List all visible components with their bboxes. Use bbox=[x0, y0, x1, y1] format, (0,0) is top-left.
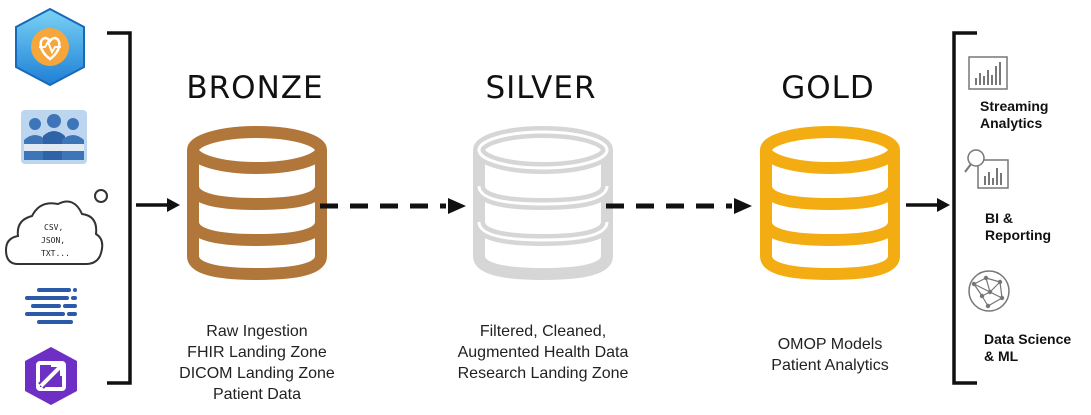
output-label-line: & ML bbox=[984, 348, 1019, 364]
arrow-logo-icon bbox=[25, 347, 77, 405]
stage-title-gold: GOLD bbox=[781, 70, 875, 106]
source-cloud-files: CSV, JSON, TXT... bbox=[4, 186, 110, 272]
people-group-icon bbox=[21, 110, 87, 164]
bronze-desc-line: Patient Data bbox=[212, 386, 302, 403]
cloud-line-2: JSON, bbox=[41, 236, 65, 245]
output-streaming-analytics: Streaming Analytics bbox=[980, 98, 1048, 132]
output-label-line: Data Science bbox=[984, 331, 1072, 347]
cloud-line-1: CSV, bbox=[44, 223, 63, 232]
bronze-description: Raw Ingestion FHIR Landing Zone DICOM La… bbox=[157, 321, 357, 405]
silver-database-icon bbox=[473, 126, 613, 280]
arrow-out-of-gold bbox=[906, 198, 950, 212]
gold-description: OMOP Models Patient Analytics bbox=[730, 334, 930, 376]
arrow-into-bronze bbox=[136, 198, 180, 212]
output-label-line: Streaming bbox=[980, 98, 1049, 114]
silver-desc-line: Augmented Health Data bbox=[457, 344, 629, 361]
stream-lines-icon bbox=[25, 288, 77, 324]
dashed-arrow-silver-to-gold bbox=[606, 198, 752, 214]
cloud-line-3: TXT... bbox=[41, 249, 70, 258]
source-hexagon-logo bbox=[14, 7, 86, 87]
stage-title-silver: SILVER bbox=[485, 70, 597, 106]
neural-network-icon bbox=[968, 270, 1010, 312]
output-data-science-ml: Data Science & ML bbox=[984, 331, 1071, 365]
source-stream-lines bbox=[23, 286, 79, 326]
stage-title-bronze: BRONZE bbox=[186, 70, 324, 106]
bronze-desc-line: DICOM Landing Zone bbox=[179, 365, 335, 382]
source-people-group bbox=[21, 110, 87, 164]
output-label-line: Reporting bbox=[985, 227, 1052, 243]
silver-description: Filtered, Cleaned, Augmented Health Data… bbox=[433, 321, 653, 384]
gold-desc-line: Patient Analytics bbox=[771, 357, 889, 374]
hexagon-heart-logo-icon bbox=[15, 7, 85, 87]
gold-desc-line: OMOP Models bbox=[777, 336, 883, 353]
cloud-files-icon: CSV, JSON, TXT... bbox=[4, 189, 108, 265]
source-arrow-logo bbox=[21, 345, 81, 407]
bar-chart-icon bbox=[968, 56, 1008, 90]
silver-desc-line: Filtered, Cleaned, bbox=[479, 323, 607, 340]
bronze-desc-line: FHIR Landing Zone bbox=[187, 344, 327, 361]
output-label-line: Analytics bbox=[980, 115, 1043, 131]
bronze-database-icon bbox=[187, 126, 327, 280]
right-bracket bbox=[952, 31, 977, 385]
magnifier-chart-icon bbox=[964, 149, 1009, 189]
bronze-desc-line: Raw Ingestion bbox=[206, 323, 308, 340]
output-label-line: BI & bbox=[985, 210, 1013, 226]
output-bi-reporting: BI & Reporting bbox=[985, 210, 1051, 244]
left-bracket bbox=[107, 31, 132, 385]
dashed-arrow-bronze-to-silver bbox=[320, 198, 466, 214]
silver-desc-line: Research Landing Zone bbox=[457, 365, 629, 382]
gold-database-icon bbox=[760, 126, 900, 280]
